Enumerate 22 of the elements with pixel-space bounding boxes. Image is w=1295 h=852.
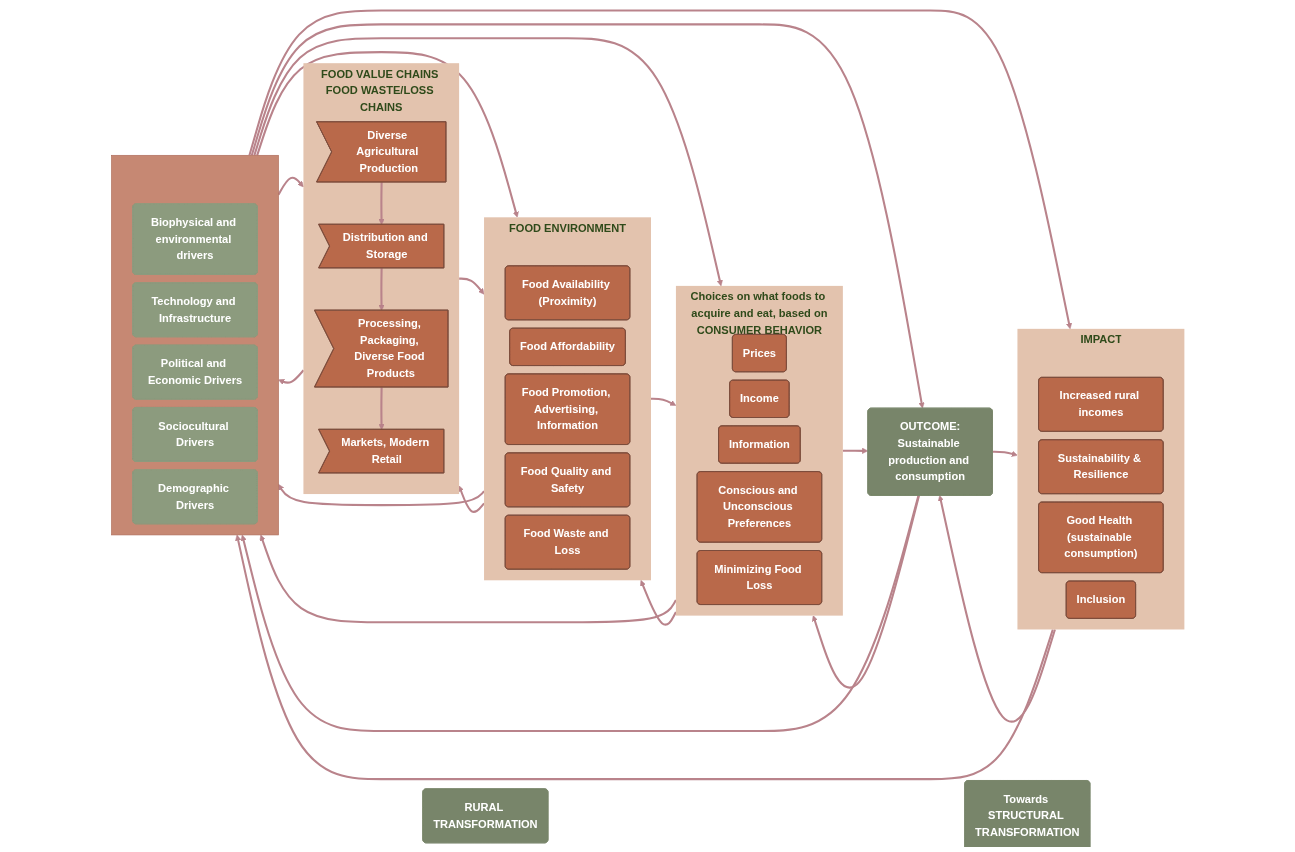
arrow <box>937 495 1056 723</box>
arrow <box>378 387 385 430</box>
arrow <box>247 9 1072 330</box>
arrow <box>240 495 919 732</box>
arrow <box>378 182 385 225</box>
arrow <box>234 534 1054 781</box>
arrow <box>259 534 677 624</box>
arrow <box>842 447 868 454</box>
cluster <box>110 154 279 536</box>
arrow <box>458 277 484 295</box>
arrow <box>378 268 385 311</box>
arrow <box>639 580 677 626</box>
arrow <box>650 397 676 406</box>
arrow <box>255 51 519 218</box>
arrow <box>250 23 925 409</box>
arrow <box>457 485 485 513</box>
arrow <box>277 484 485 507</box>
arrow <box>811 495 920 689</box>
arrow <box>252 37 723 287</box>
arrow <box>992 450 1018 457</box>
arrow <box>277 369 304 385</box>
arrow <box>277 176 304 196</box>
